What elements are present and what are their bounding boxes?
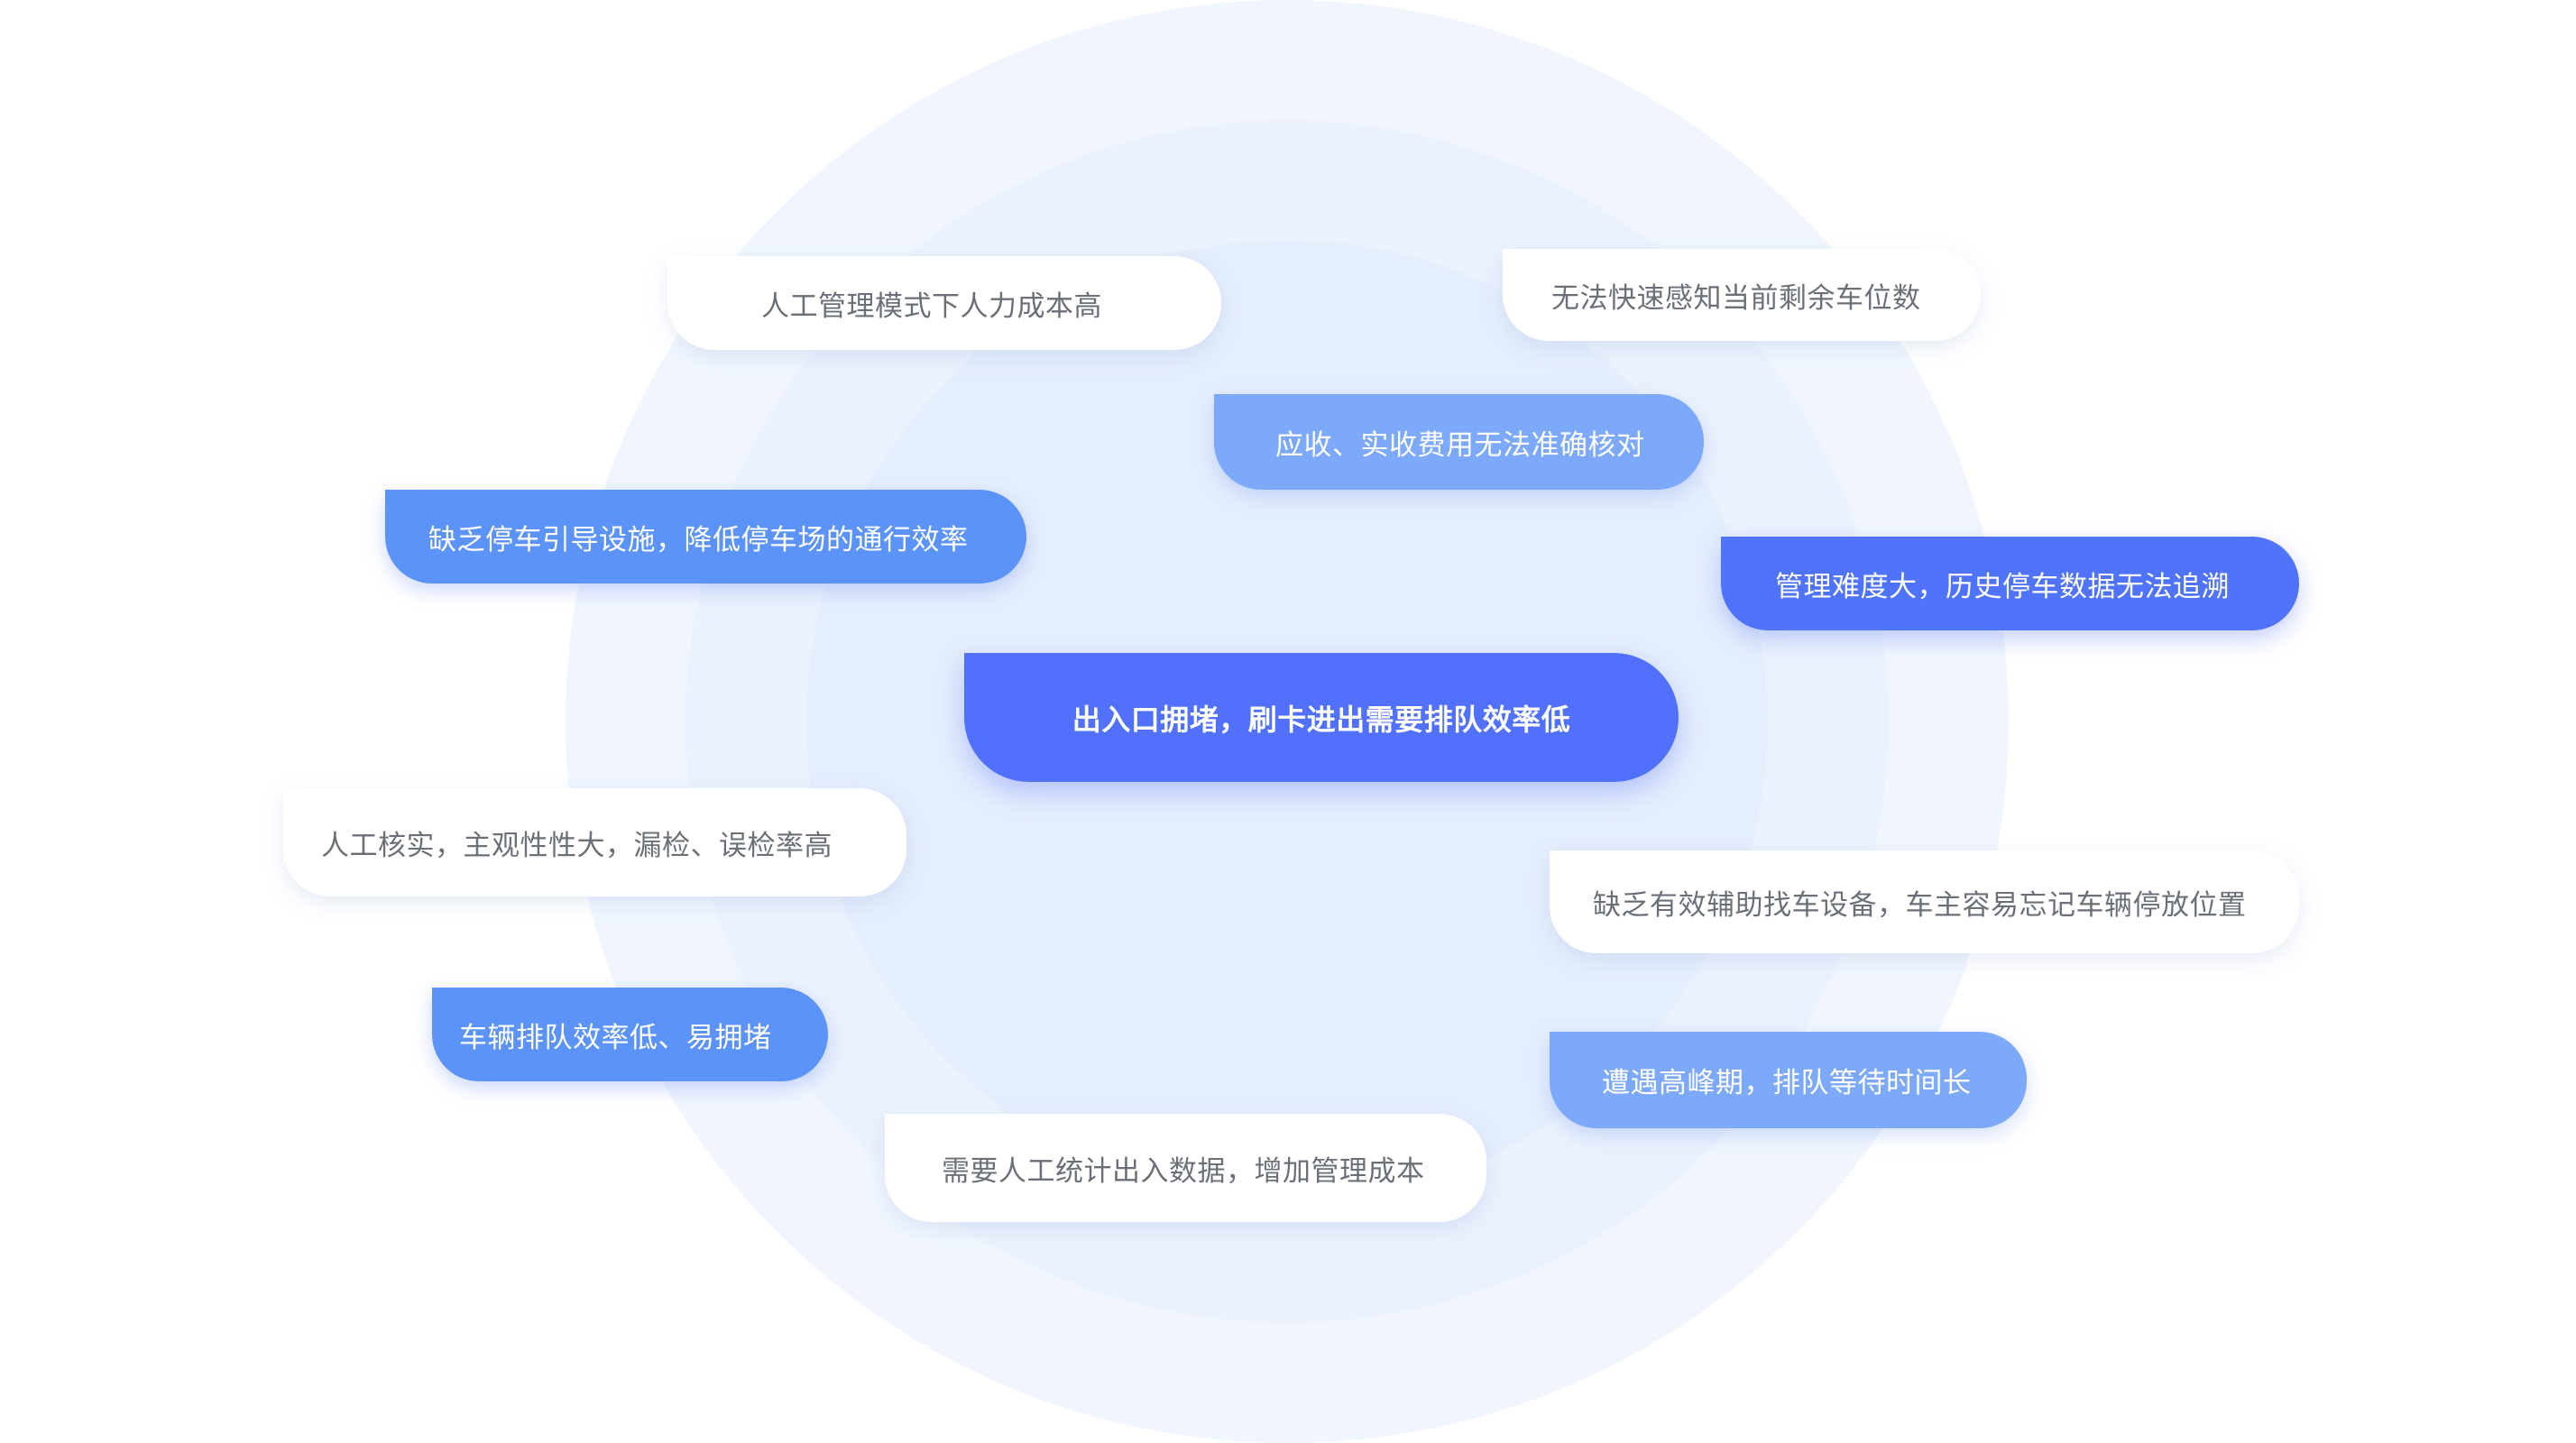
bubble-manual-statistics-text: 需要人工统计出入数据，增加管理成本 [942,1154,1425,1188]
bubble-peak-hours-text: 遭遇高峰期，排队等待时间长 [1602,1067,1972,1099]
bubble-guidance-facilities: 缺乏停车引导设施，降低停车场的通行效率 [385,490,1026,584]
bubble-fee-reconciliation: 应收、实收费用无法准确核对 [1214,394,1704,490]
center-problem-bubble: 出入口拥堵，刷卡进出需要排队效率低 [964,653,1679,782]
bubble-labor-cost-text: 人工管理模式下人力成本高 [761,290,1102,323]
bubble-management-difficulty: 管理难度大，历史停车数据无法追溯 [1721,537,2299,630]
bubble-queue-congestion-text: 车辆排队效率低、易拥堵 [459,1021,772,1054]
bubble-remaining-spaces-text: 无法快速感知当前剩余车位数 [1551,281,1921,315]
bubble-manual-verification: 人工核实，主观性性大，漏检、误检率高 [283,788,906,896]
bubble-remaining-spaces: 无法快速感知当前剩余车位数 [1503,249,1981,341]
center-problem-text: 出入口拥堵，刷卡进出需要排队效率低 [1072,702,1571,737]
bubble-guidance-facilities-text: 缺乏停车引导设施，降低停车场的通行效率 [428,523,969,556]
bubble-queue-congestion: 车辆排队效率低、易拥堵 [432,988,828,1081]
bubble-labor-cost: 人工管理模式下人力成本高 [667,256,1221,350]
bubble-manual-statistics: 需要人工统计出入数据，增加管理成本 [885,1114,1486,1222]
bubble-peak-hours: 遭遇高峰期，排队等待时间长 [1550,1032,2027,1128]
bubble-fee-reconciliation-text: 应收、实收费用无法准确核对 [1275,428,1645,462]
bubble-find-car-device-text: 缺乏有效辅助找车设备，车主容易忘记车辆停放位置 [1593,888,2247,922]
bubble-find-car-device: 缺乏有效辅助找车设备，车主容易忘记车辆停放位置 [1550,850,2299,953]
bubble-manual-verification-text: 人工核实，主观性性大，漏检、误检率高 [321,829,833,862]
bubble-management-difficulty-text: 管理难度大，历史停车数据无法追溯 [1775,570,2230,603]
